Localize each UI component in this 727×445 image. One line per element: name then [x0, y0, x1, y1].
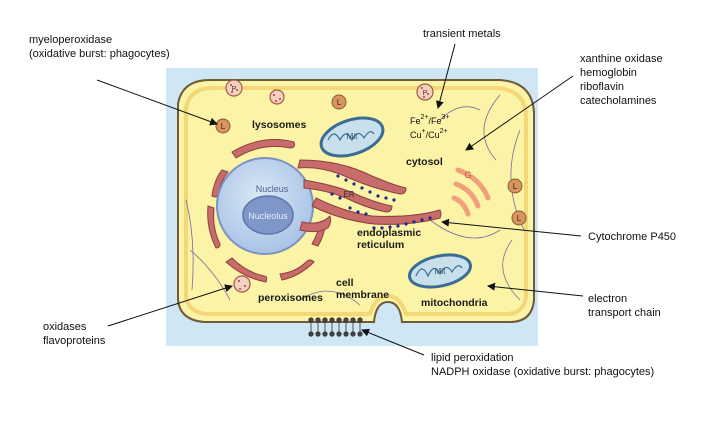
nucleolus-label: Nucleolus	[248, 211, 288, 221]
lysosome-L-4: L	[517, 214, 522, 223]
membrane-bilayer	[308, 317, 363, 337]
mitochondria-label: mitochondria	[421, 297, 488, 309]
lysosome-L-2: L	[337, 98, 342, 107]
peroxisome-P-2: P	[423, 90, 428, 97]
myeloperoxidase-callout: myeloperoxidase (oxidative burst: phagoc…	[29, 34, 170, 60]
oxidases-callout: oxidases flavoproteins	[43, 321, 106, 347]
er-label: ER	[343, 190, 354, 199]
mito-bottom-label: Mit	[435, 267, 446, 276]
transient-metals-callout: transient metals	[423, 28, 501, 40]
peroxisome-dots	[230, 84, 429, 290]
endoplasmic-reticulum-shape	[297, 159, 442, 233]
lipid-peroxidation-callout: lipid peroxidation NADPH oxidase (oxidat…	[431, 352, 655, 378]
mitochondrion-top	[319, 116, 385, 158]
lysosome-L-1: L	[221, 122, 226, 131]
cell-inner-border	[184, 86, 528, 316]
svg-text:Cu+/Cu2+: Cu+/Cu2+	[410, 128, 448, 140]
nucleolus	[242, 195, 294, 235]
xanthine-group-callout: xanthine oxidase hemoglobin riboflavin c…	[580, 53, 663, 107]
metal-ions: Fe2+/Fe3+ Cu+/Cu2+	[410, 114, 450, 140]
endoplasmic-reticulum-label: endoplasmic reticulum	[357, 227, 422, 251]
lysosome-L-3: L	[513, 182, 518, 191]
cytochrome-callout: Cytochrome P450	[588, 231, 677, 243]
golgi-apparatus	[451, 167, 491, 217]
golgi-label: G	[464, 170, 471, 180]
cytosol-label: cytosol	[406, 156, 443, 168]
cytoskeleton-fibers	[185, 94, 525, 306]
electron-chain-callout: electron transport chain	[588, 293, 661, 319]
nucleus-label: Nucleus	[256, 184, 289, 194]
peroxisomes-label: peroxisomes	[258, 292, 323, 304]
lysosome-markers	[215, 94, 527, 226]
ribosome-dots	[330, 174, 432, 230]
cell-membrane-label: cell membrane	[336, 277, 390, 301]
callout-arrows	[96, 43, 584, 356]
lysosomes-label: lysosomes	[252, 119, 307, 131]
peroxisome-P-1: P	[232, 86, 237, 93]
svg-text:Fe2+/Fe3+: Fe2+/Fe3+	[410, 114, 450, 126]
mito-top-label: Mit	[347, 132, 358, 141]
mitochondrion-bottom	[408, 253, 472, 289]
